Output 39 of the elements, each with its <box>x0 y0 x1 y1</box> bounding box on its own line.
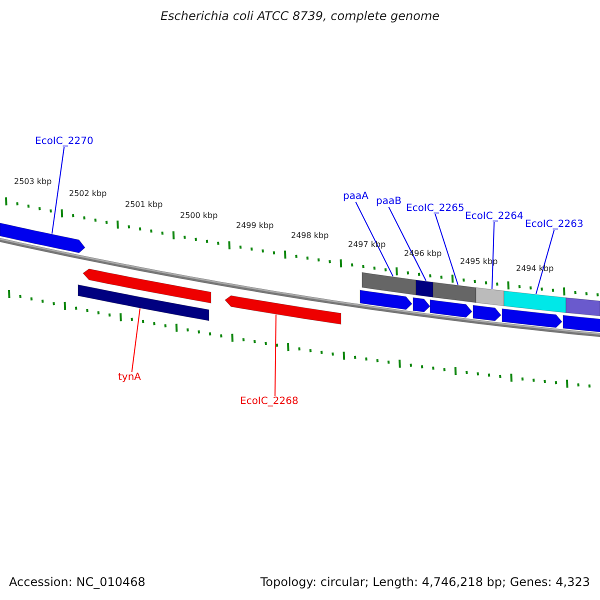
footer-text: Topology: circular; Length: 4,746,218 bp; Genes: 4,323 <box>260 575 590 589</box>
leader-line <box>52 146 65 234</box>
gene-feature <box>360 290 412 310</box>
gene-label: tynA <box>118 372 142 383</box>
gene-feature <box>432 282 476 303</box>
gene-feature <box>566 297 600 316</box>
gene-feature <box>504 290 566 314</box>
footer-text: Accession: NC_010468 <box>9 575 146 589</box>
gene-label: paaA <box>343 191 368 202</box>
gene-label: EcoIC_2265 <box>406 203 464 214</box>
gene-feature <box>82 268 212 304</box>
gene-feature <box>476 287 504 306</box>
scale-label: 2498 kbp <box>291 231 329 240</box>
scale-label: 2503 kbp <box>14 177 52 186</box>
title: Escherichia coli ATCC 8739, complete genome <box>159 9 441 23</box>
scale-label: 2502 kbp <box>69 189 107 198</box>
gene-feature <box>412 297 430 312</box>
scale-label: 2500 kbp <box>180 211 218 220</box>
leader-line <box>274 314 276 396</box>
gene-feature <box>362 272 416 296</box>
gene-label: EcoIC_2270 <box>35 136 94 147</box>
gene-feature <box>562 314 600 332</box>
leader-line <box>492 222 495 290</box>
gene-feature <box>430 299 472 318</box>
scale-label: 2499 kbp <box>236 221 274 230</box>
scale-label: 2501 kbp <box>125 200 163 209</box>
gene-label: EcoIC_2264 <box>465 211 524 222</box>
gene-feature <box>472 304 502 322</box>
leader-line <box>388 206 426 282</box>
gene-label: EcoIC_2263 <box>525 219 584 230</box>
leader-line <box>434 214 458 286</box>
gene-feature <box>0 222 86 254</box>
gene-feature <box>502 308 562 328</box>
leader-line <box>355 202 394 277</box>
gene-label: paaB <box>376 196 402 207</box>
leader-line <box>131 308 140 372</box>
gene-label: EcoIC_2268 <box>240 396 298 407</box>
gene-feature <box>78 284 210 322</box>
gene-feature <box>224 295 342 325</box>
